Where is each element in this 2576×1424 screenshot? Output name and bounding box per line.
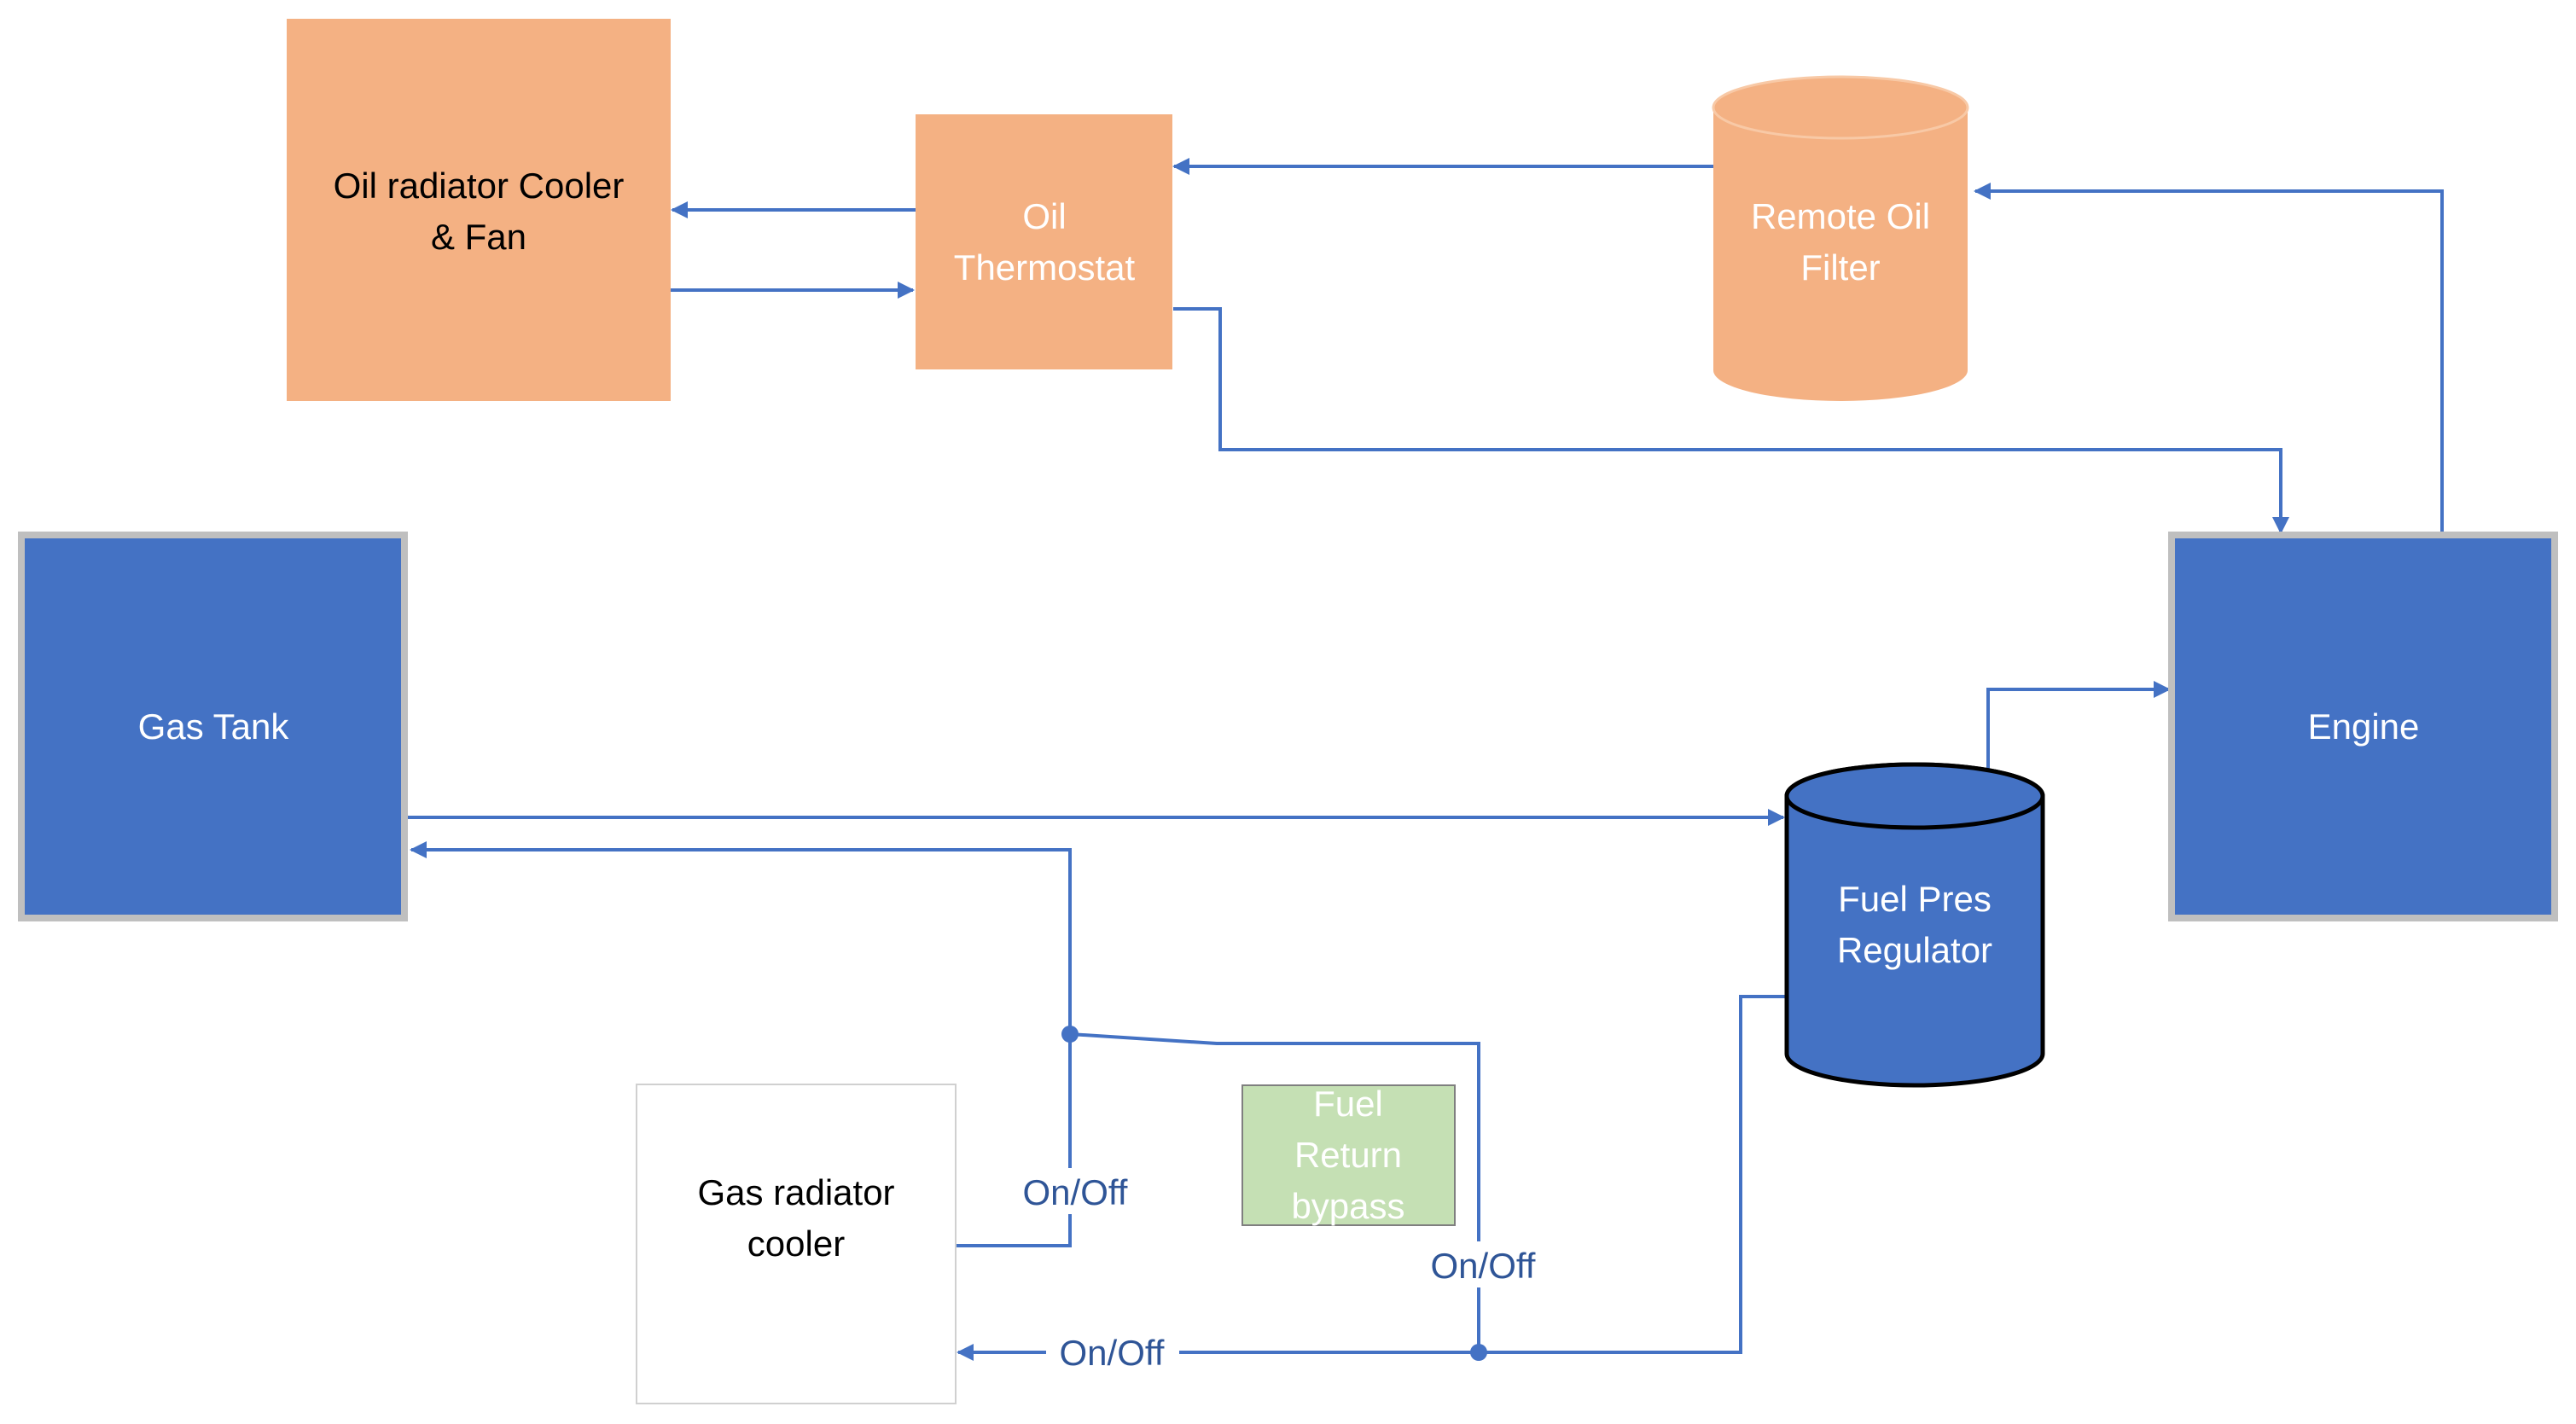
junction-dot-lower [1470,1344,1487,1361]
fuel-return-bypass-node: Fuel Return bypass [1241,1084,1456,1226]
gas-radiator-cooler-label-line2: cooler [747,1223,845,1264]
connector-bypass-junction [1069,1032,1480,1352]
engine-label: Engine [2308,706,2420,747]
connector-thermostat-to-engine [1173,307,2289,534]
oil-thermostat-label-line1: Oil [1022,196,1066,236]
gas-tank-node: Gas Tank [18,532,408,921]
remote-oil-filter-node: Remote Oil Filter [1712,75,1969,401]
gas-radiator-cooler-label-line1: Gas radiator [697,1172,894,1212]
gas-radiator-cooler-node: Gas radiator cooler [636,1084,957,1404]
gas-tank-label: Gas Tank [138,706,290,747]
valve-label-bottom: On/Off [1060,1333,1165,1373]
oil-thermostat-node: Oil Thermostat [916,114,1172,369]
oil-radiator-label-line1: Oil radiator Cooler [334,166,625,206]
connector-cooler-to-tank [410,841,1072,1247]
valve-label-left-group: On/Off [1009,1168,1133,1214]
junction-dot-upper [1061,1026,1079,1043]
connector-engine-to-filter [1974,183,2444,535]
connectors [406,158,2444,1361]
fuel-return-bypass-label-line3: bypass [1291,1186,1404,1226]
fuel-return-bypass-label-line1: Fuel [1313,1084,1383,1124]
oil-thermostat-label-line2: Thermostat [954,247,1136,288]
fuel-pres-regulator-label-line1: Fuel Pres [1838,879,1992,919]
oil-radiator-cooler-node: Oil radiator Cooler & Fan [287,19,671,401]
remote-oil-filter-label-line1: Remote Oil [1751,196,1930,236]
remote-oil-filter-label-line2: Filter [1800,247,1880,288]
fuel-pres-regulator-label-line2: Regulator [1837,930,1992,970]
fuel-return-bypass-label-line2: Return [1294,1135,1402,1175]
valve-label-middle-group: On/Off [1420,1241,1544,1287]
fuel-pres-regulator-node: Fuel Pres Regulator [1784,762,2045,1088]
connector-regulator-to-engine [1986,681,2171,772]
valve-label-bottom-group: On/Off [1046,1329,1179,1375]
valve-label-middle: On/Off [1431,1246,1536,1286]
valve-label-left: On/Off [1023,1172,1128,1212]
oil-radiator-label-line2: & Fan [431,217,526,257]
engine-node: Engine [2168,532,2558,921]
connector-regulator-to-cooler [957,995,1790,1361]
